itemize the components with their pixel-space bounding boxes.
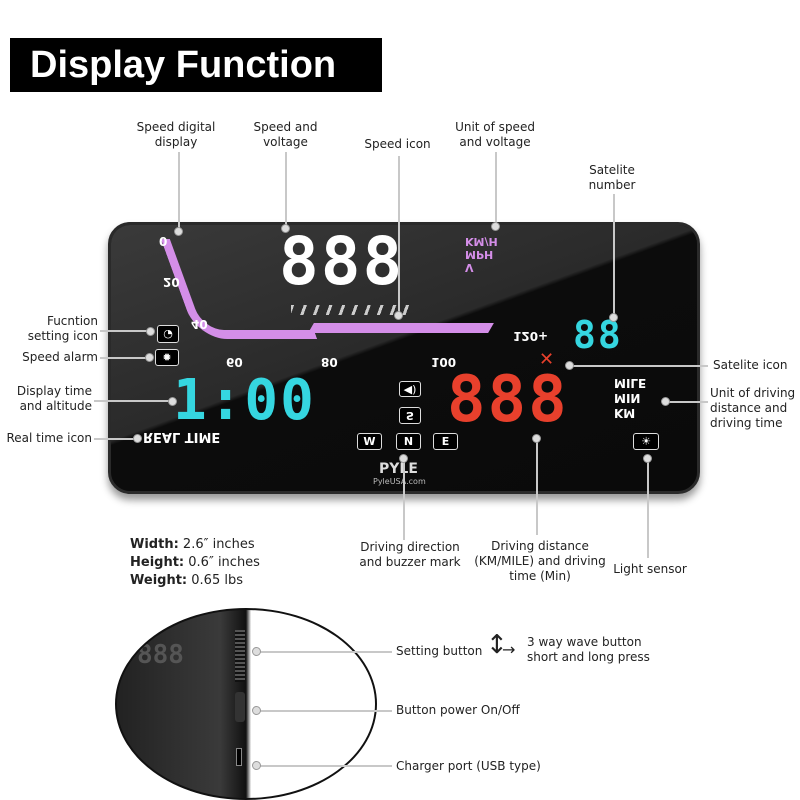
setting-wheel [235,630,245,682]
speed-units: KM/H MPH V [465,235,498,274]
label-satellite-icon: Satelite icon [713,358,788,372]
real-time-label: REAL TIME [143,429,221,444]
label-speed-voltage: Speed and voltage [253,120,318,149]
function-setting-icon: ◔ [157,325,179,343]
page-title: Display Function [10,38,382,92]
label-wave-button: 3 way wave button short and long press [527,635,650,664]
scale-0: 0 [159,235,168,249]
scale-60: 60 [226,355,243,369]
spec-weight: Weight: 0.65 lbs [130,573,243,588]
light-sensor-icon: ☀ [633,433,659,450]
label-speed-digital: Speed digital display [136,120,216,149]
hud-device: 0 20 40 60 80 100 120+ 888 KM/H MPH V 88… [108,222,700,494]
satellite-icon: ✕ [539,349,555,370]
label-satellite-number: Satelite number [588,163,636,192]
arrow-right-icon: → [502,640,516,659]
label-speed-alarm: Speed alarm [22,350,98,364]
label-distance: Driving distance (KM/MILE) and driving t… [474,539,606,583]
direction-w: W [357,433,382,450]
time-display: 1:00 [173,368,316,433]
brand-logo: PYLE [379,461,418,477]
side-closeup-image: 888 [115,608,377,800]
label-setting-button: Setting button [396,644,483,658]
specs: Width: 2.6″ inches Height: 0.6″ inches W… [130,536,260,590]
wave-arrows-icon: ↕︎ [486,630,508,660]
speed-alarm-icon: ✹ [155,349,179,366]
label-speed-icon: Speed icon [364,137,431,151]
label-display-time: Display time and altitude [16,384,92,413]
power-switch [235,692,245,722]
speed-bar-bottom [308,323,494,333]
label-direction: Driving direction and buzzer mark [359,540,461,569]
spec-height: Height: 0.6″ inches [130,555,260,570]
label-unit-driving: Unit of driving distance and driving tim… [710,386,796,430]
label-light-sensor: Light sensor [613,562,687,576]
direction-e: E [433,433,458,450]
scale-120: 120+ [513,329,549,343]
distance-digits: 888 [447,363,569,437]
label-unit-speed: Unit of speed and voltage [455,120,535,149]
speed-digits: 888 [279,223,405,300]
usb-port [236,748,242,766]
brand-url: PyleUSA.com [373,477,426,486]
buzzer-icon: ◀) [399,381,421,397]
scale-80: 80 [321,355,338,369]
label-power-button: Button power On/Off [396,703,520,717]
direction-s: S [399,407,421,424]
direction-n: N [396,433,421,450]
speed-icon-stripes [291,305,411,315]
distance-units: MILE MIN KM [614,376,647,420]
scale-20: 20 [163,275,180,289]
label-charger: Charger port (USB type) [396,759,541,773]
spec-width: Width: 2.6″ inches [130,537,255,552]
scale-40: 40 [191,317,208,331]
label-function-setting: Fucntion setting icon [27,314,98,343]
label-real-time-icon: Real time icon [6,431,93,445]
